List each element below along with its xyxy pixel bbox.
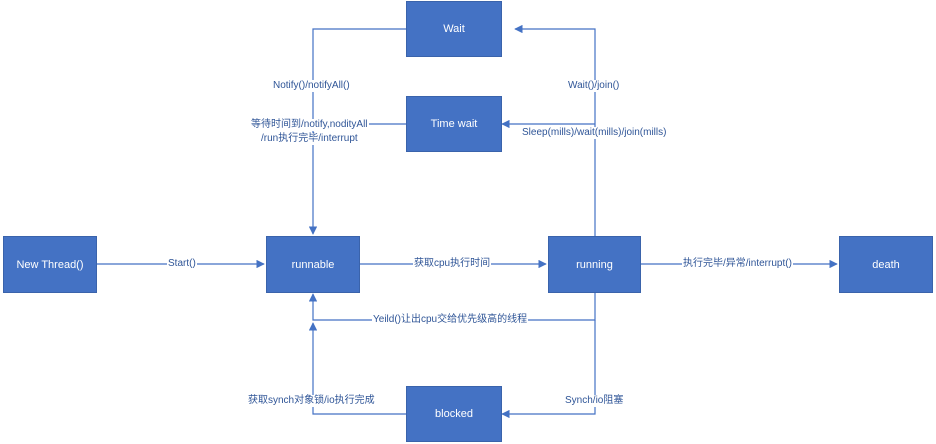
label-get-cpu: 获取cpu执行时间 — [413, 258, 492, 270]
edge-sync-acquire — [308, 322, 406, 415]
label-sync-acquire: 获取synch对象锁/io执行完成 — [247, 395, 376, 407]
node-blocked: blocked — [406, 386, 502, 442]
node-runnable: runnable — [266, 236, 360, 293]
node-wait: Wait — [406, 1, 502, 57]
label-sleep: Sleep(mills)/wait(mills)/join(mills) — [521, 127, 668, 139]
label-start: Start() — [167, 258, 197, 270]
label-finish: 执行完毕/异常/interrupt() — [682, 258, 793, 270]
label-notify: Notify()/notifyAll() — [272, 80, 351, 92]
label-sync-block: Synch/io阻塞 — [564, 395, 625, 407]
node-new-thread: New Thread() — [3, 236, 97, 293]
edge-notify — [308, 28, 406, 235]
node-death: death — [839, 236, 933, 293]
edge-wait-join — [514, 24, 596, 236]
label-timeout-line1: 等待时间到/notify,nodityAll — [250, 119, 369, 131]
label-wait-join: Wait()/join() — [567, 80, 621, 92]
node-time-wait: Time wait — [406, 96, 502, 152]
node-running: running — [548, 236, 641, 293]
label-yield: Yeild()让出cpu交给优先级高的线程 — [372, 314, 529, 326]
label-timeout-line2: /run执行完毕/interrupt — [260, 133, 359, 145]
edge-sync-block — [501, 320, 596, 419]
